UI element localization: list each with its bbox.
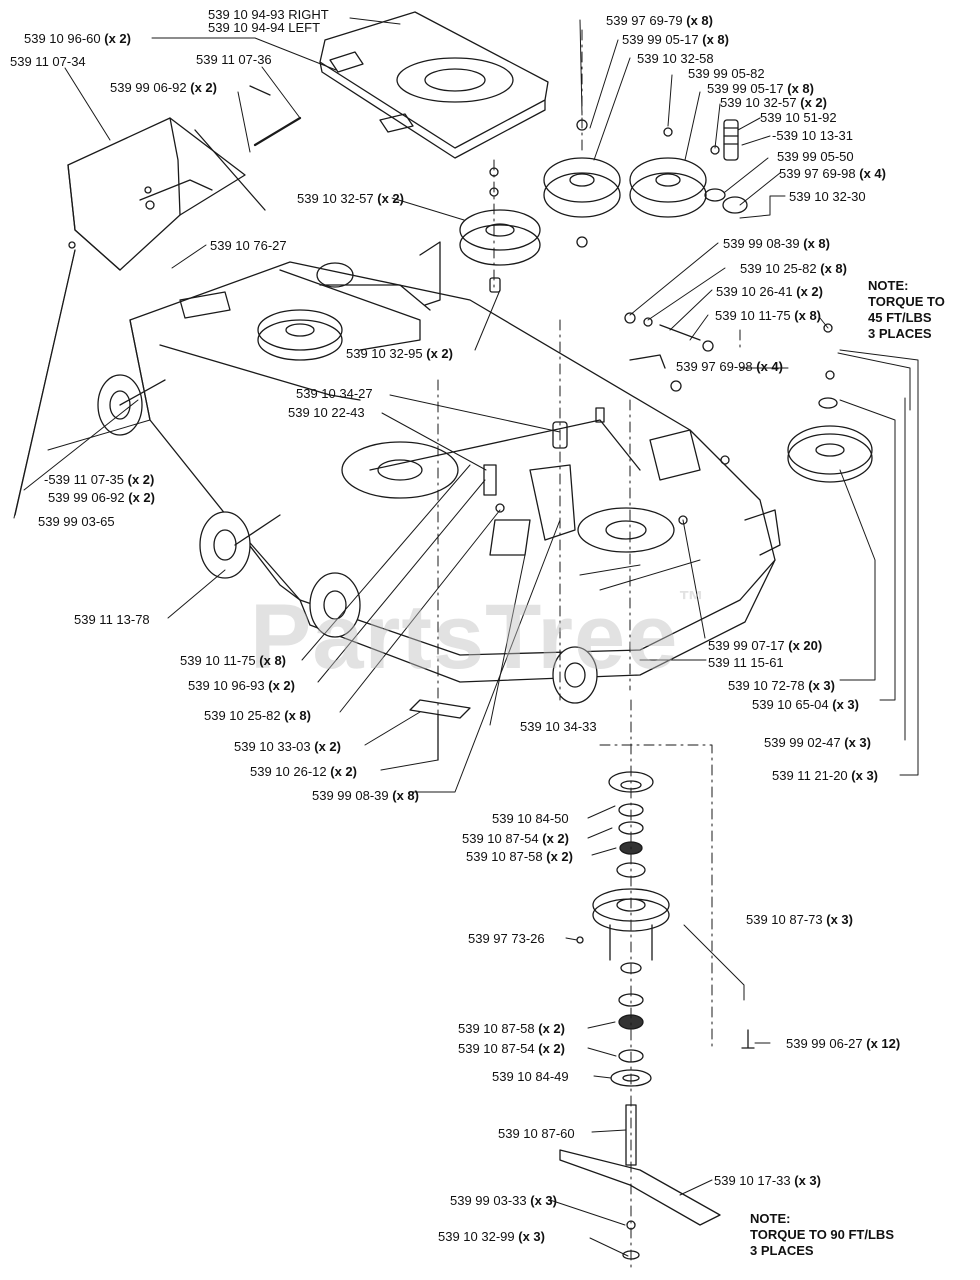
part-label: 539 10 87-58 (x 2): [466, 849, 573, 864]
part-label: 539 11 21-20 (x 3): [772, 768, 879, 783]
part-label: 539 10 32-99 (x 3): [438, 1229, 545, 1244]
part-label: 539 10 96-60 (x 2): [24, 31, 131, 46]
part-label: 539 10 32-57 (x 2): [297, 191, 404, 206]
deflector-cover: [319, 11, 549, 159]
part-label: 539 99 08-39 (x 8): [723, 236, 830, 251]
part-label: 539 10 65-04 (x 3): [752, 697, 859, 712]
part-label: 539 10 84-50: [492, 811, 569, 826]
part-label: 539 11 07-36: [196, 52, 272, 67]
center-lines: [437, 29, 741, 1271]
torque-note-45: NOTE: TORQUE TO 45 FT/LBS 3 PLACES: [868, 278, 945, 341]
part-label: 539 10 17-33 (x 3): [714, 1173, 821, 1188]
part-label: 539 10 26-41 (x 2): [716, 284, 823, 299]
part-label: 539 10 32-58: [637, 51, 714, 66]
part-label: 539 10 72-78 (x 3): [728, 678, 835, 693]
part-label: 539 97 69-79 (x 8): [606, 13, 713, 28]
part-label: 539 10 84-49: [492, 1069, 569, 1084]
part-label: 539 99 05-50: [777, 149, 854, 164]
part-label: -539 11 07-35 (x 2): [44, 472, 155, 487]
part-label: 539 11 13-78: [74, 612, 150, 627]
part-label: 539 10 11-75 (x 8): [180, 653, 287, 668]
part-label-deflector-right: 539 10 94-93 RIGHT: [208, 7, 329, 22]
part-label: 539 10 26-12 (x 2): [250, 764, 357, 779]
part-label: 539 10 87-73 (x 3): [746, 912, 853, 927]
part-label: 539 99 08-39 (x 8): [312, 788, 419, 803]
part-label: 539 10 11-75 (x 8): [715, 308, 822, 323]
torque-note-90: NOTE: TORQUE TO 90 FT/LBS 3 PLACES: [750, 1211, 894, 1258]
part-label: 539 97 69-98 (x 4): [779, 166, 886, 181]
part-label: 539 99 05-82: [688, 66, 765, 81]
part-label: 539 10 33-03 (x 2): [234, 739, 341, 754]
part-label: 539 10 87-54 (x 2): [462, 831, 569, 846]
part-label: 539 99 07-17 (x 20): [708, 638, 823, 653]
part-label: 539 99 05-17 (x 8): [707, 81, 814, 96]
part-label: 539 10 22-43: [288, 405, 365, 420]
part-label: 539 10 87-60: [498, 1126, 575, 1141]
gauge-wheels: [97, 262, 598, 704]
part-label: 539 10 32-30: [789, 189, 866, 204]
part-label: 539 10 34-33: [520, 719, 597, 734]
part-label: 539 99 06-92 (x 2): [110, 80, 217, 95]
part-label: 539 10 25-82 (x 8): [740, 261, 847, 276]
part-label: 539 10 32-95 (x 2): [346, 346, 453, 361]
part-label: 539 10 76-27: [210, 238, 287, 253]
part-label: 539 99 03-33 (x 3): [450, 1193, 557, 1208]
part-label: 539 99 06-27 (x 12): [786, 1036, 901, 1051]
part-label: 539 11 07-34: [10, 54, 86, 69]
part-label: 539 10 87-58 (x 2): [458, 1021, 565, 1036]
watermark: PartsTree™: [250, 585, 706, 688]
part-label: 539 99 06-92 (x 2): [48, 490, 155, 505]
leader-lines: [13, 17, 919, 1257]
part-label: 539 97 69-98 (x 4): [676, 359, 783, 374]
part-label-deflector-left: 539 10 94-94 LEFT: [208, 20, 321, 35]
part-label: 539 99 02-47 (x 3): [764, 735, 871, 750]
part-label: 539 97 73-26: [468, 931, 545, 946]
part-label: 539 99 03-65: [38, 514, 115, 529]
part-label: 539 10 34-27: [296, 386, 373, 401]
part-label: 539 10 96-93 (x 2): [188, 678, 295, 693]
part-label: 539 10 32-57 (x 2): [720, 95, 827, 110]
pulleys: [257, 157, 873, 483]
part-label: 539 10 51-92: [760, 110, 837, 125]
part-label: -539 10 13-31: [772, 128, 853, 143]
part-label: 539 11 15-61: [708, 655, 784, 670]
part-label: 539 10 25-82 (x 8): [204, 708, 311, 723]
part-label: 539 10 87-54 (x 2): [458, 1041, 565, 1056]
part-label: 539 99 05-17 (x 8): [622, 32, 729, 47]
